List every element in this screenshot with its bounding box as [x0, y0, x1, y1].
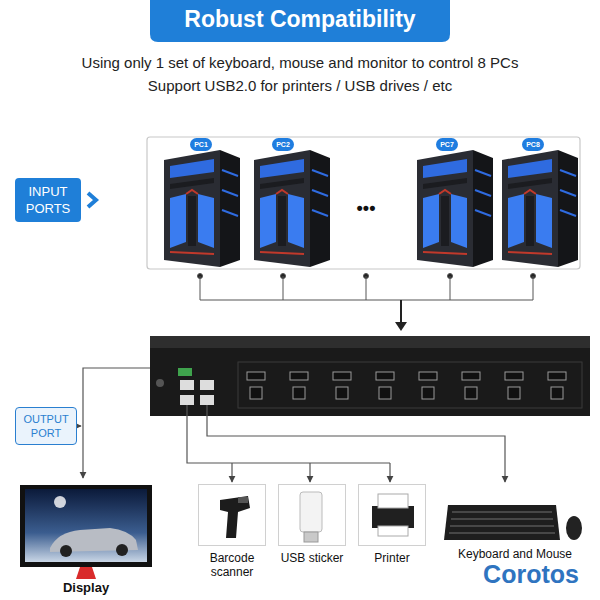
node-text: PC7	[440, 141, 454, 148]
pc-towers	[164, 150, 578, 267]
output-port-box: OUTPUT PORT	[15, 407, 77, 445]
node-text: PC2	[276, 141, 290, 148]
peripheral-box: USB sticker	[278, 484, 346, 546]
pc-badge: PC7	[436, 138, 458, 151]
keyboard-mouse-icon	[444, 505, 582, 540]
pc-wires	[198, 274, 536, 332]
peripheral-box: Printer	[358, 484, 426, 546]
subtitle: Support USB2.0 for printers / USB drives…	[0, 77, 600, 94]
input-arrow	[88, 193, 96, 207]
title: Robust Compatibility	[150, 6, 450, 33]
pc-badge: PC2	[272, 138, 294, 151]
node-text: INPUT PORTS	[15, 183, 81, 217]
node-label: Keyboard and Mouse	[430, 547, 600, 561]
node-text: PC1	[194, 141, 208, 148]
node-label: Display	[10, 581, 162, 595]
node-label: Printer	[349, 551, 435, 565]
peripheral-box: Keyboard and Mouse	[440, 484, 590, 546]
output-wires	[77, 368, 505, 482]
peripheral-box: Barcode scanner	[198, 484, 266, 546]
pc-group-box	[147, 137, 580, 269]
node-text: OUTPUT PORT	[16, 412, 76, 440]
node-label: USB sticker	[269, 551, 355, 565]
title-banner	[150, 0, 450, 42]
pc-badge: PC8	[522, 138, 544, 151]
usb-stick-icon	[300, 492, 322, 542]
input-ports-box: INPUT PORTS	[15, 178, 81, 222]
display-node: Display	[20, 485, 152, 567]
node-text: PC8	[526, 141, 540, 148]
printer-icon	[372, 494, 414, 536]
watermark: Corotos	[466, 560, 596, 589]
pc-badge: PC1	[190, 138, 212, 151]
barcode-scanner-icon	[220, 496, 250, 538]
subtitle: Using only 1 set of keyboard, mouse and …	[0, 54, 600, 71]
node-label: Barcode scanner	[189, 551, 275, 579]
ellipsis-mark: •••	[344, 198, 388, 219]
display-monitor	[20, 485, 152, 579]
kvm-switch	[150, 336, 590, 416]
